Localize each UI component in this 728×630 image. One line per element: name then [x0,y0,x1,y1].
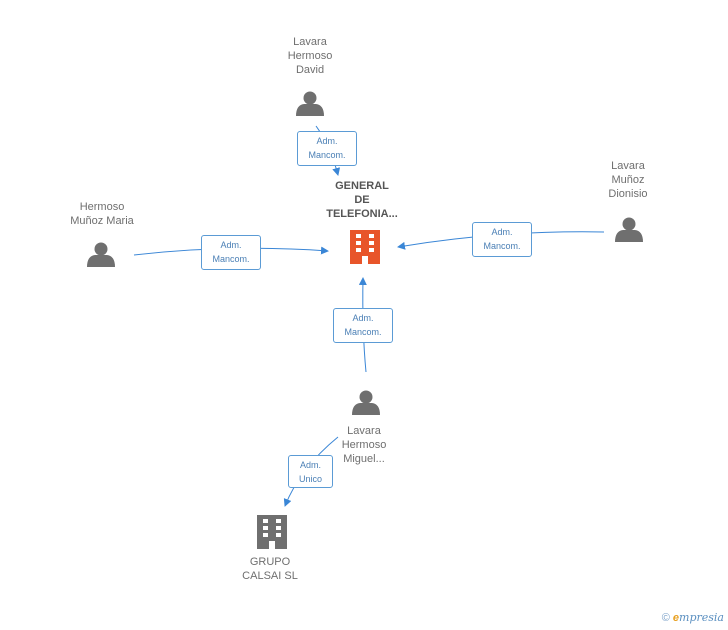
empresia-footer[interactable]: © empresia [662,611,724,624]
person-label-lavara-hermoso-miguel[interactable]: Lavara Hermoso Miguel... [341,425,387,465]
person-icon [352,390,380,415]
company-label-grupo-calsai[interactable]: GRUPO CALSAI SL [242,556,298,582]
building-icon [350,230,380,264]
building-icon [257,515,287,549]
copyright-symbol: © [661,612,670,624]
person-icon [615,217,643,242]
person-label-lavara-munoz-dionisio[interactable]: Lavara Muñoz Dionisio [608,160,648,200]
company-label-general-telefonia[interactable]: GENERAL DE TELEFONIA... [326,180,398,220]
empresia-brand: mpresia [679,611,724,624]
person-label-lavara-hermoso-david[interactable]: Lavara Hermoso David [287,36,333,76]
edge-label-adm-mancom: Adm. Mancom. [472,222,532,257]
person-icon [87,242,115,267]
empresia-logo-mark: e [672,612,680,624]
person-label-hermoso-munoz-maria[interactable]: Hermoso Muñoz Maria [70,201,134,227]
edge-label-adm-mancom: Adm. Mancom. [333,308,393,343]
edge-label-adm-mancom: Adm. Mancom. [201,235,261,270]
edge-label-adm-unico: Adm. Unico [288,455,333,488]
edge-label-adm-mancom: Adm. Mancom. [297,131,357,166]
person-icon [296,91,324,116]
